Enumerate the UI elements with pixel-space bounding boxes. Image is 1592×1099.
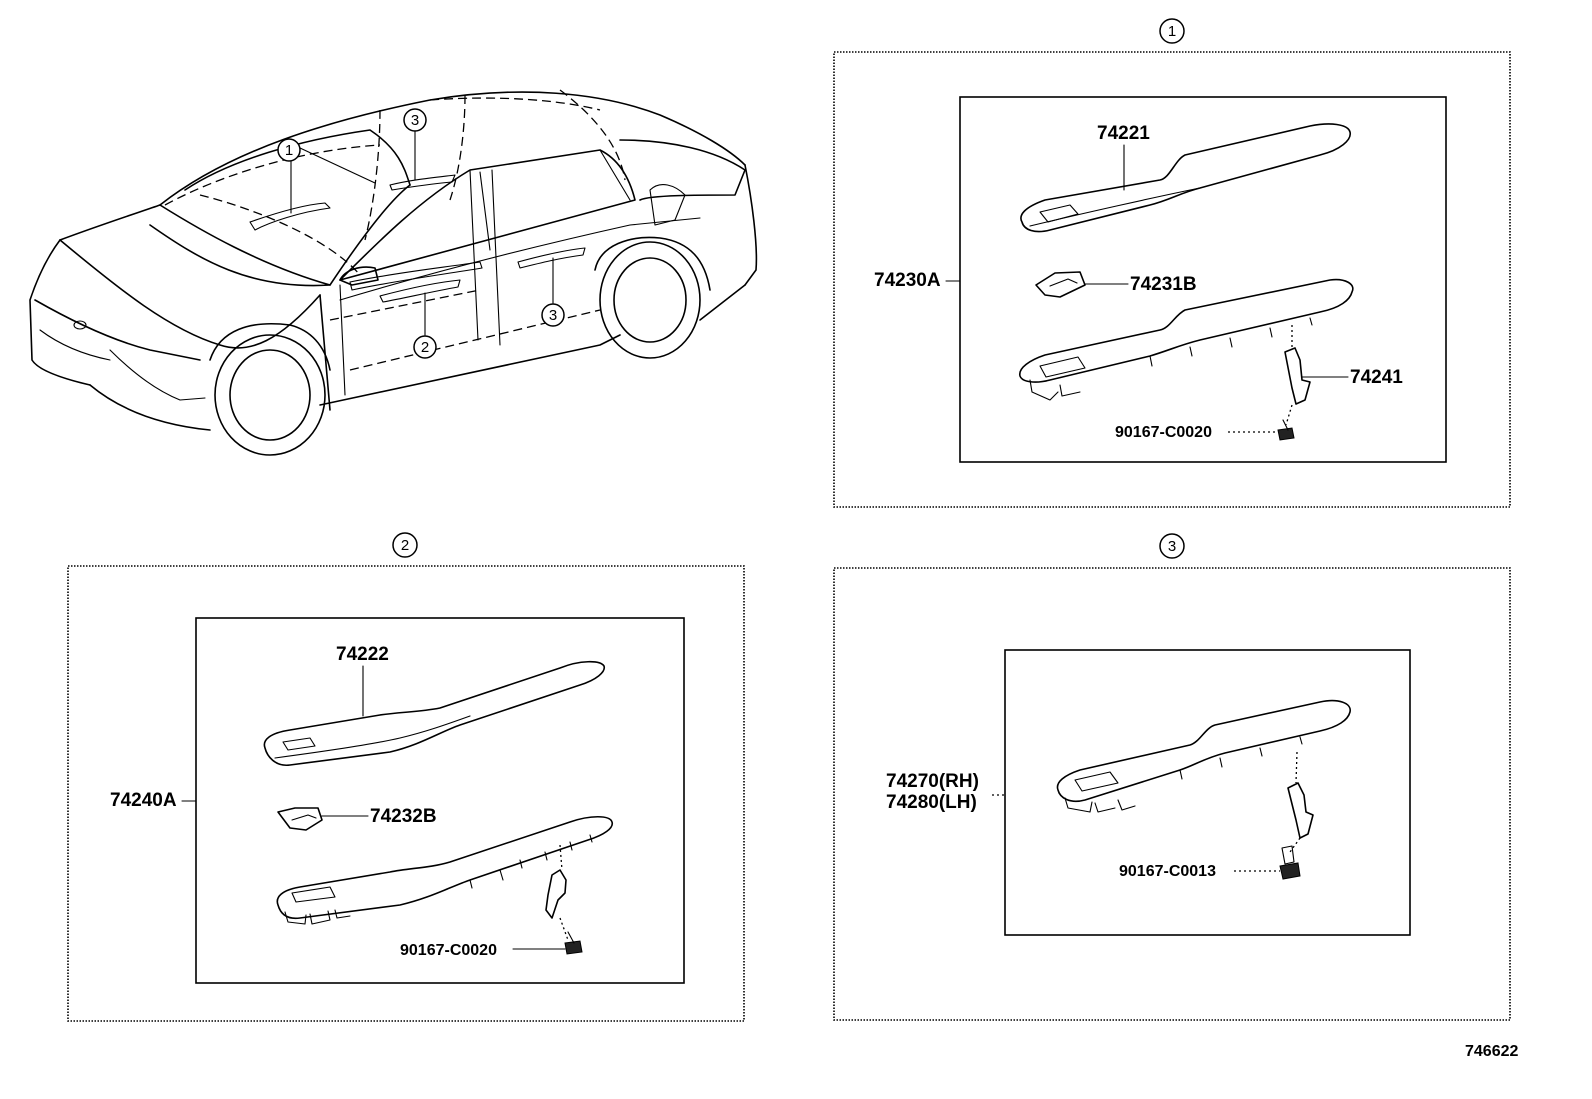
- part-label-74231B: 74231B: [1130, 274, 1197, 295]
- callout-label: 2: [421, 339, 429, 356]
- bezel-74231B: [1035, 271, 1086, 298]
- overview-callout-1: 1: [277, 138, 301, 162]
- armrest-cover-74221: [1020, 123, 1351, 233]
- diagram-id: 746622: [1465, 1043, 1518, 1060]
- section-1-outer-frame: [833, 51, 1511, 508]
- section-2-assembly-label: 74240A: [110, 790, 177, 811]
- section-3-assembly-lh-label: 74280(LH): [886, 792, 977, 813]
- bezel-74232B: [277, 807, 323, 831]
- section-2-marker: 2: [392, 532, 418, 558]
- screw-90167-C0013: [1279, 862, 1301, 880]
- callout-label: 3: [411, 112, 419, 129]
- section-2: 2 74240A 74222 74232B 90167-C0020: [67, 532, 745, 1022]
- section-1-marker: 1: [1159, 18, 1185, 44]
- part-label-74241: 74241: [1350, 367, 1403, 388]
- armrest-base-74270-74280: [1056, 699, 1351, 803]
- section-2-outer-frame: [67, 565, 745, 1022]
- part-label-screw-s3: 90167-C0013: [1119, 863, 1216, 880]
- part-label-74232B: 74232B: [370, 806, 437, 827]
- clip-s2: [545, 869, 567, 919]
- svg-text:3: 3: [1168, 538, 1176, 555]
- svg-text:1: 1: [1168, 23, 1176, 40]
- section-1-assembly-label: 74230A: [874, 270, 941, 291]
- section-1-inner-frame: [959, 96, 1447, 463]
- armrest-base-74230A: [1019, 278, 1354, 383]
- callout-label: 3: [549, 307, 557, 324]
- armrest-cover-74222: [263, 660, 605, 766]
- part-label-screw-s1: 90167-C0020: [1115, 424, 1212, 441]
- armrest-base-74240A: [276, 815, 613, 920]
- section-3: 3 74270(RH) 74280(LH) 90167-C0013: [833, 533, 1511, 1021]
- section-3-assembly-rh-label: 74270(RH): [886, 771, 979, 792]
- screw-90167-C0020-s2: [564, 940, 583, 955]
- overview-callout-3-bottom: 3: [541, 303, 565, 327]
- clip-74241: [1284, 347, 1311, 405]
- section-3-marker: 3: [1159, 533, 1185, 559]
- screw-90167-C0020: [1277, 427, 1295, 441]
- svg-text:2: 2: [401, 537, 409, 554]
- overview-callout-2: 2: [413, 335, 437, 359]
- vehicle-overview: 1 3 2 3: [29, 89, 758, 456]
- section-1: 1 74230A 74221 74231B 74241 90167-C0: [833, 18, 1511, 508]
- section-3-inner-frame: [1004, 649, 1411, 936]
- section-2-inner-frame: [195, 617, 685, 984]
- overview-callout-3-top: 3: [403, 108, 427, 132]
- clip-s3: [1287, 782, 1314, 839]
- callout-label: 1: [285, 142, 293, 159]
- part-label-74222: 74222: [336, 644, 389, 665]
- part-label-74221: 74221: [1097, 123, 1150, 144]
- part-label-screw-s2: 90167-C0020: [400, 942, 497, 959]
